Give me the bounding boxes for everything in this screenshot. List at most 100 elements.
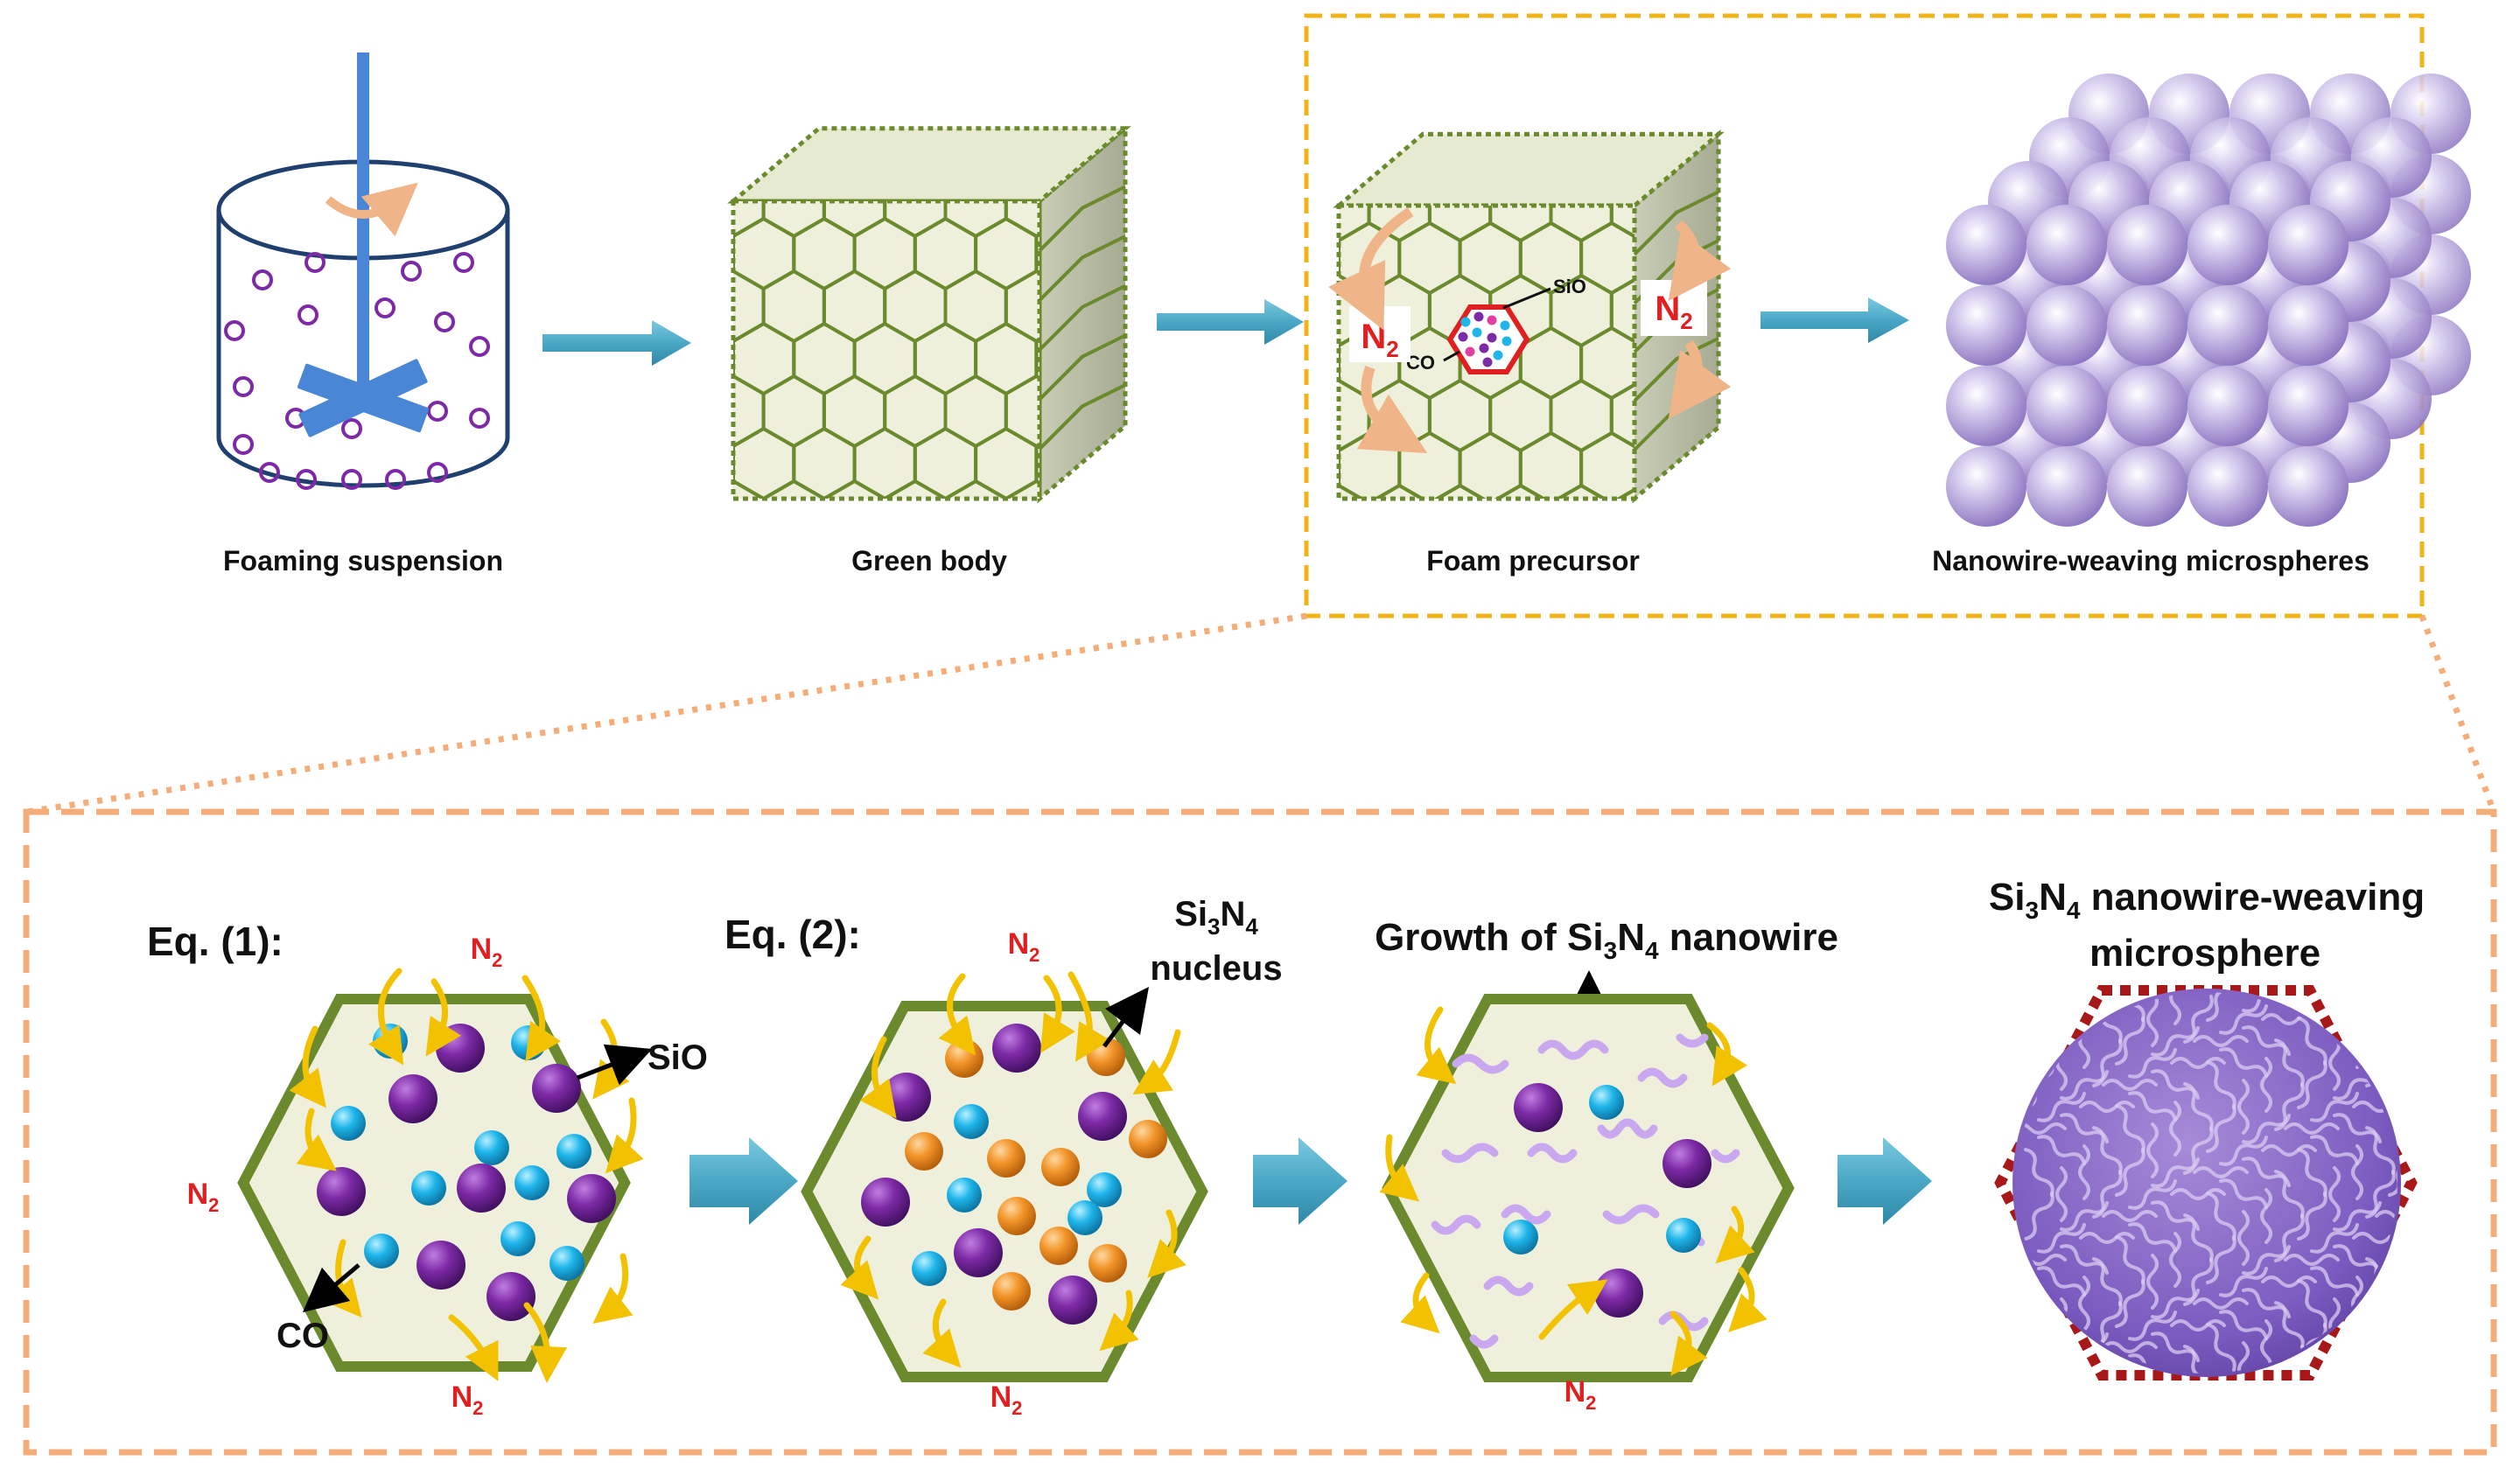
hex-cell [642, 376, 703, 446]
micro-nanowire [2102, 1341, 2158, 1353]
purple-particle [317, 1167, 366, 1216]
micro-nanowire [2193, 1166, 2249, 1178]
hex-cell [1158, 219, 1218, 289]
inset-dot [1487, 332, 1497, 343]
zoom-connector-left [25, 612, 1307, 815]
gas-flow-arrow [1668, 220, 1732, 302]
micro-nanowire [2297, 1148, 2328, 1197]
nucleus-particle [1088, 1244, 1127, 1283]
bubble [259, 462, 280, 483]
hex-cell [1551, 591, 1612, 661]
hex-cell [1763, 118, 1824, 188]
micro-nanowire [2128, 1091, 2177, 1122]
hex-cell [1248, 381, 1308, 451]
cell-stage-4 [1994, 985, 2418, 1381]
micro-nanowire [2037, 1135, 2086, 1165]
micro-nanowire [2421, 1255, 2430, 1308]
nanowire [1711, 1149, 1740, 1164]
hex-cell [1127, 166, 1187, 236]
hex-cell [1732, 276, 1793, 346]
micro-nanowire [2037, 1223, 2086, 1254]
micro-nanowire [2237, 1341, 2250, 1374]
microsphere [2268, 446, 2348, 527]
hex-cell [794, 744, 854, 814]
yellow-flow-arrow [605, 1097, 644, 1174]
hex-cell [1278, 748, 1339, 818]
micro-nanowire [2401, 1353, 2451, 1387]
micro-nanowire [2115, 1148, 2146, 1197]
hex-cell [1248, 696, 1308, 765]
hex-cell [1339, 643, 1399, 713]
hex-cell [761, 479, 826, 499]
micro-nanowire [2206, 1192, 2236, 1241]
microsphere [2188, 285, 2268, 366]
yellow-flow-arrow [592, 1253, 634, 1324]
hex-cell [1490, 696, 1550, 765]
sio-particle [500, 1221, 536, 1256]
yellow-flow-arrow [523, 1302, 568, 1383]
micro-nanowire [2170, 1319, 2226, 1332]
micro-nanowire [2193, 1035, 2249, 1047]
bubble [469, 336, 490, 357]
micro-nanowire [2206, 1235, 2236, 1284]
inset-dot [1472, 327, 1482, 338]
purple-particle [567, 1174, 616, 1223]
hex-cell [946, 691, 1006, 761]
micro-nanowire [2352, 1363, 2398, 1374]
bubble [427, 462, 448, 483]
bubble [233, 434, 254, 455]
sio-particle [550, 1246, 584, 1281]
yellow-flow-arrow [592, 1018, 630, 1100]
hex-cell [642, 271, 703, 341]
inset-dot [1502, 336, 1512, 346]
sio-label: SiO [648, 1038, 708, 1077]
purple-particle [1048, 1276, 1097, 1325]
hex-cell [1703, 433, 1763, 503]
eq1-label: Eq. (1): [147, 919, 284, 964]
caption-foam-precursor: Foam precursor [1426, 545, 1640, 577]
microsphere [2107, 366, 2188, 446]
bubble [374, 297, 396, 318]
nucleus-particle [998, 1197, 1036, 1235]
hex-cell [1732, 591, 1793, 661]
micro-nanowire [2115, 1279, 2146, 1328]
highlight-box-bottom [23, 808, 2497, 1456]
micro-nanowire [2261, 1144, 2317, 1157]
yellow-flow-arrow [1068, 971, 1110, 1062]
microsphere [2026, 205, 2107, 285]
gas-label-top-2: N2 [1008, 927, 1040, 966]
micro-nanowire [2206, 1060, 2236, 1109]
nucleus-particle [905, 1132, 943, 1171]
micro-nanowire [2237, 1210, 2250, 1266]
hex-cell [1339, 343, 1340, 383]
bubble [296, 469, 317, 490]
stirrer-blade [297, 363, 430, 433]
hex-cell [733, 744, 794, 814]
hex-cell [1339, 538, 1399, 608]
side-edge [1633, 190, 1719, 256]
hex-cell [1158, 429, 1218, 499]
micro-nanowire [2388, 1017, 2398, 1066]
purple-particle [992, 1024, 1041, 1073]
micro-nanowire [2102, 1079, 2158, 1091]
micro-nanowire [2284, 1254, 2340, 1266]
yellow-flow-arrow [522, 975, 562, 1062]
micro-nanowire [2115, 1235, 2146, 1284]
micro-nanowire [2401, 1090, 2451, 1124]
hex-cell [733, 534, 794, 604]
hex-cell [1369, 696, 1430, 765]
hex-cell [1158, 534, 1218, 604]
nanowire [1501, 1204, 1551, 1225]
micro-nanowire [2206, 992, 2236, 1022]
micro-nanowire [2170, 1188, 2226, 1200]
microsphere [1946, 285, 2026, 366]
micro-nanowire [2352, 1101, 2398, 1113]
micro-nanowire [2401, 1221, 2451, 1255]
hex-cell [1521, 643, 1581, 713]
micro-nanowire [2151, 1026, 2200, 1057]
microsphere [1946, 446, 2026, 527]
sio-particle [1068, 1200, 1102, 1235]
side-edge [1038, 234, 1126, 302]
purple-particle [1514, 1083, 1563, 1132]
